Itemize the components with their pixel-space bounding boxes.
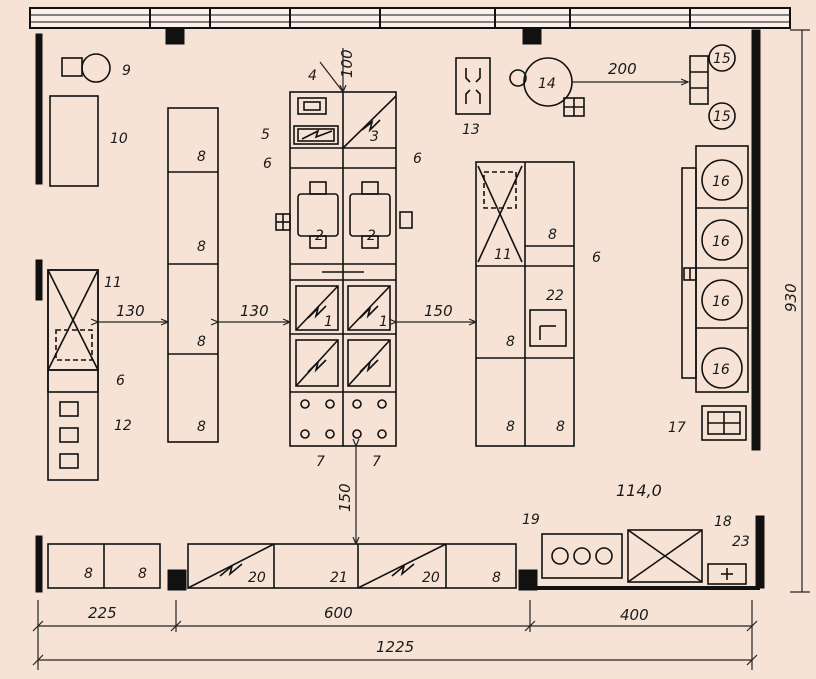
label-2-left: 2 <box>315 228 324 244</box>
label-10: 10 <box>110 131 128 147</box>
column-bottom-left <box>167 569 187 591</box>
left-line <box>47 269 99 481</box>
label-16-d: 16 <box>712 362 730 378</box>
dim-1225: 1225 <box>376 638 414 656</box>
label-6-right: 6 <box>592 250 601 266</box>
equipment-18 <box>627 529 703 583</box>
equipment-19 <box>541 533 623 579</box>
equipment-6-left <box>47 369 99 393</box>
label-12: 12 <box>114 418 132 434</box>
label-2-right: 2 <box>367 228 376 244</box>
label-23: 23 <box>732 534 750 550</box>
label-11-right: 11 <box>494 247 512 263</box>
label-1-a: 1 <box>324 314 333 330</box>
label-1-b: 1 <box>379 314 388 330</box>
label-3: 3 <box>370 129 379 145</box>
dimension-lines <box>32 29 810 670</box>
label-21: 21 <box>330 570 348 586</box>
label-8-a: 8 <box>197 149 206 165</box>
left-wall-mid <box>35 259 43 301</box>
bottom-row <box>47 529 747 589</box>
dim-400: 400 <box>620 606 649 624</box>
label-13: 13 <box>462 122 480 138</box>
column-top-left <box>165 27 185 45</box>
right-wall <box>751 29 761 451</box>
label-8-g: 8 <box>506 419 515 435</box>
walls <box>29 7 791 593</box>
column-top-right <box>522 27 542 45</box>
label-20-left: 20 <box>248 570 266 586</box>
label-6-left: 6 <box>116 373 125 389</box>
column-bottom-right <box>518 569 538 591</box>
label-8-f: 8 <box>506 334 515 350</box>
equipment-13 <box>455 57 491 115</box>
label-8-b: 8 <box>197 239 206 255</box>
label-14: 14 <box>538 76 556 92</box>
label-18: 18 <box>714 514 732 530</box>
label-7-left: 7 <box>316 454 325 470</box>
equipment-9-box <box>61 57 83 77</box>
central-island <box>275 91 413 447</box>
label-8-h: 8 <box>556 419 565 435</box>
equipment-23 <box>707 563 747 585</box>
label-11-left: 11 <box>104 275 122 291</box>
right-middle-block <box>475 161 575 447</box>
dim-600: 600 <box>324 604 353 622</box>
left-area <box>47 53 111 481</box>
label-15-top: 15 <box>713 51 731 67</box>
label-15-bottom: 15 <box>713 109 731 125</box>
label-8-c: 8 <box>197 334 206 350</box>
dim-225: 225 <box>88 604 117 622</box>
label-8-bottom-c: 8 <box>492 570 501 586</box>
right-wall-lower <box>755 515 765 589</box>
label-9: 9 <box>122 63 131 79</box>
equipment-9-circle <box>81 53 111 83</box>
equipment-10 <box>49 95 99 187</box>
label-7-right: 7 <box>372 454 381 470</box>
dim-100: 100 <box>338 49 356 78</box>
kettles-16 <box>681 145 749 441</box>
label-5: 5 <box>261 127 270 143</box>
label-6-island-left: 6 <box>263 156 272 172</box>
label-16-c: 16 <box>712 294 730 310</box>
table-column-8 <box>167 107 219 443</box>
left-wall-upper <box>35 33 43 185</box>
dim-930: 930 <box>782 283 800 312</box>
dim-200: 200 <box>608 60 637 78</box>
dim-150-vertical: 150 <box>336 483 354 512</box>
label-8-d: 8 <box>197 419 206 435</box>
area-value: 114,0 <box>616 481 662 500</box>
label-20-right: 20 <box>422 570 440 586</box>
label-6-island-right: 6 <box>413 151 422 167</box>
labels: 9 10 11 6 12 8 8 8 8 4 5 3 6 6 2 2 1 1 7… <box>84 49 800 656</box>
dim-130-right: 130 <box>240 302 269 320</box>
left-wall-lower <box>35 535 43 593</box>
label-17: 17 <box>668 420 686 436</box>
label-4: 4 <box>308 68 317 84</box>
label-8-bottom-a: 8 <box>84 566 93 582</box>
label-8-e: 8 <box>548 227 557 243</box>
dim-130-left: 130 <box>116 302 145 320</box>
label-19: 19 <box>522 512 540 528</box>
top-right-area <box>455 44 736 130</box>
label-8-bottom-b: 8 <box>138 566 147 582</box>
top-wall-windows <box>29 7 791 29</box>
label-22: 22 <box>546 288 564 304</box>
label-16-a: 16 <box>712 174 730 190</box>
label-16-b: 16 <box>712 234 730 250</box>
dim-150-horizontal: 150 <box>424 302 453 320</box>
